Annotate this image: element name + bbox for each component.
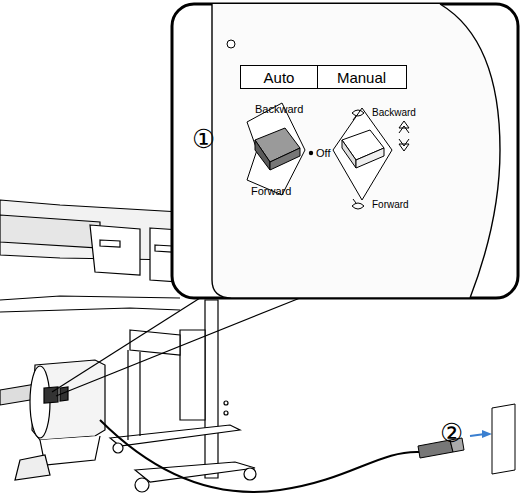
callout-number: ① <box>192 126 215 152</box>
printer-body <box>0 200 180 312</box>
switch-position: Forward <box>372 200 409 210</box>
switch-position: Forward <box>251 186 291 197</box>
switch-position: Off <box>316 148 330 159</box>
power-cable <box>100 404 515 492</box>
auto-switch <box>247 103 313 195</box>
switch-position: Backward <box>372 108 416 118</box>
stand <box>110 300 256 492</box>
manual-switch <box>333 108 409 209</box>
take-up-unit <box>0 360 105 480</box>
mode-label: Auto <box>264 70 295 85</box>
mode-label-box: Manual <box>317 65 407 89</box>
zoom-inset <box>172 4 518 298</box>
mode-label-box: Auto <box>240 65 318 89</box>
switch-position: Backward <box>255 104 303 115</box>
mode-label: Manual <box>337 70 386 85</box>
zoom-leader <box>52 298 300 396</box>
callout-number: ② <box>440 420 463 446</box>
